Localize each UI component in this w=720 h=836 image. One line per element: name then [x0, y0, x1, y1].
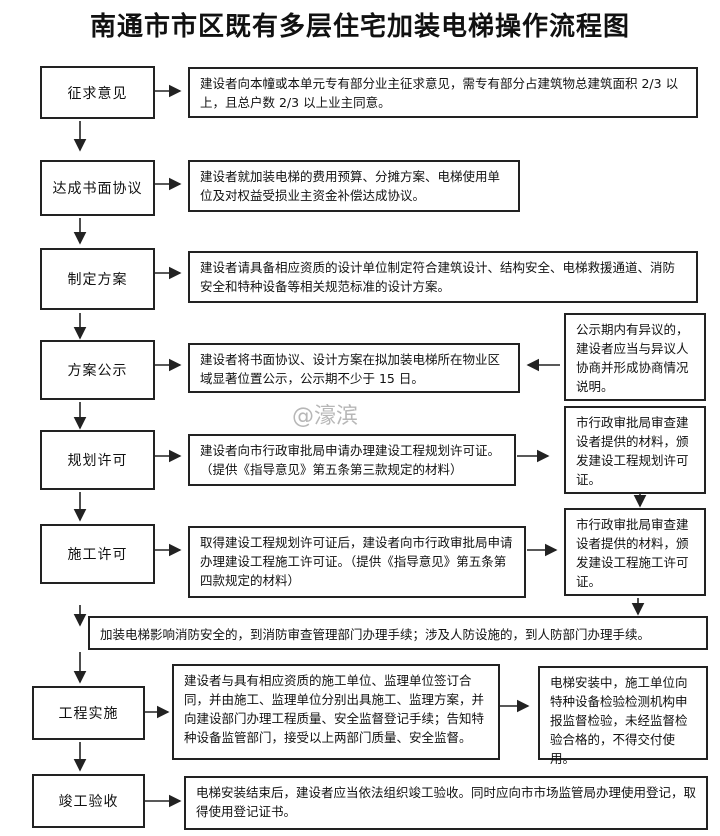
fire-civil-defense-note: 加装电梯影响消防安全的，到消防审查管理部门办理手续；涉及人防设施的，到人防部门办…	[88, 616, 708, 650]
step-label: 工程实施	[58, 706, 119, 722]
step-label: 施工许可	[67, 547, 128, 563]
step-description: 电梯安装结束后，建设者应当依法组织竣工验收。同时应向市市场监管局办理使用登记，取…	[184, 776, 708, 830]
step-construction-permit: 施工许可	[40, 524, 155, 584]
step-label: 达成书面协议	[52, 181, 143, 197]
step-label: 方案公示	[67, 363, 128, 379]
watermark: @濠滨	[292, 404, 359, 429]
step-description: 取得建设工程规划许可证后，建设者向市行政审批局申请办理建设工程施工许可证。（提供…	[188, 526, 526, 598]
planning-approval-note: 市行政审批局审查建设者提供的材料，颁发建设工程规划许可证。	[564, 406, 706, 494]
objection-note: 公示期内有异议的，建设者应当与异议人协商并形成协商情况说明。	[564, 313, 706, 401]
step-description: 建设者就加装电梯的费用预算、分摊方案、电梯使用单位及对权益受损业主资金补偿达成协…	[188, 160, 520, 212]
step-plan-publicity: 方案公示	[40, 340, 155, 400]
page-title: 南通市市区既有多层住宅加装电梯操作流程图	[89, 12, 630, 42]
step-label: 规划许可	[67, 453, 128, 469]
step-written-agreement: 达成书面协议	[40, 160, 155, 216]
step-planning-permit: 规划许可	[40, 430, 155, 490]
construction-approval-note: 市行政审批局审查建设者提供的材料，颁发建设工程施工许可证。	[564, 508, 706, 596]
step-label: 征求意见	[67, 85, 128, 102]
step-solicit-opinions: 征求意见	[40, 66, 155, 119]
step-label: 制定方案	[67, 272, 128, 288]
step-completion-acceptance: 竣工验收	[32, 774, 145, 828]
step-description: 建设者向市行政审批局申请办理建设工程规划许可证。（提供《指导意见》第五条第三款规…	[188, 434, 516, 486]
elevator-inspection-note: 电梯安装中，施工单位向特种设备检验检测机构申报监督检验，未经监督检验合格的，不得…	[538, 666, 708, 766]
step-description: 建设者向本幢或本单元专有部分业主征求意见，需专有部分占建筑物总建筑面积 2/3 …	[188, 67, 698, 118]
step-label: 竣工验收	[58, 794, 119, 810]
step-construction-implementation: 工程实施	[32, 686, 145, 740]
step-description: 建设者将书面协议、设计方案在拟加装电梯所在物业区域显著位置公示，公示期不少于 1…	[188, 343, 520, 393]
step-design-plan: 制定方案	[40, 248, 155, 310]
step-description: 建设者请具备相应资质的设计单位制定符合建筑设计、结构安全、电梯救援通道、消防安全…	[188, 251, 698, 303]
step-description: 建设者与具有相应资质的施工单位、监理单位签订合同，并由施工、监理单位分别出具施工…	[172, 664, 500, 760]
